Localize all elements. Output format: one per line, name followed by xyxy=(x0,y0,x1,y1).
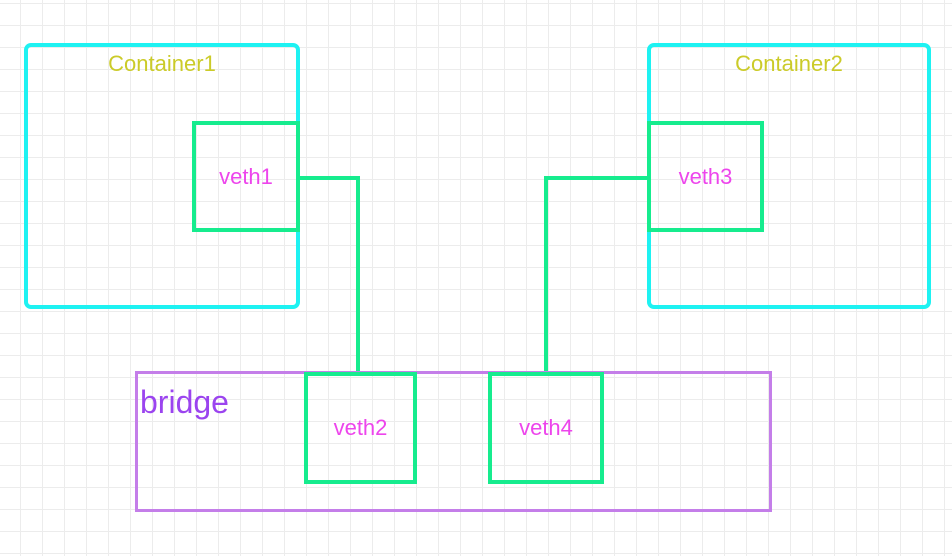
veth2-label: veth2 xyxy=(333,415,388,440)
veth3-label: veth3 xyxy=(678,163,733,189)
container1-label: Container1 xyxy=(108,51,216,76)
veth4-label: veth4 xyxy=(519,415,573,440)
veth1-label: veth1 xyxy=(219,163,273,189)
link-veth1-veth2 xyxy=(298,176,360,374)
veth3-box: veth3 xyxy=(647,121,764,232)
veth2-box: veth2 xyxy=(304,372,417,484)
veth1-box: veth1 xyxy=(192,121,300,232)
link-veth3-veth4 xyxy=(544,176,650,374)
container2-label: Container2 xyxy=(735,51,843,76)
veth4-box: veth4 xyxy=(488,372,604,484)
bridge-box: bridge xyxy=(135,371,772,512)
bridge-label: bridge xyxy=(140,384,229,420)
